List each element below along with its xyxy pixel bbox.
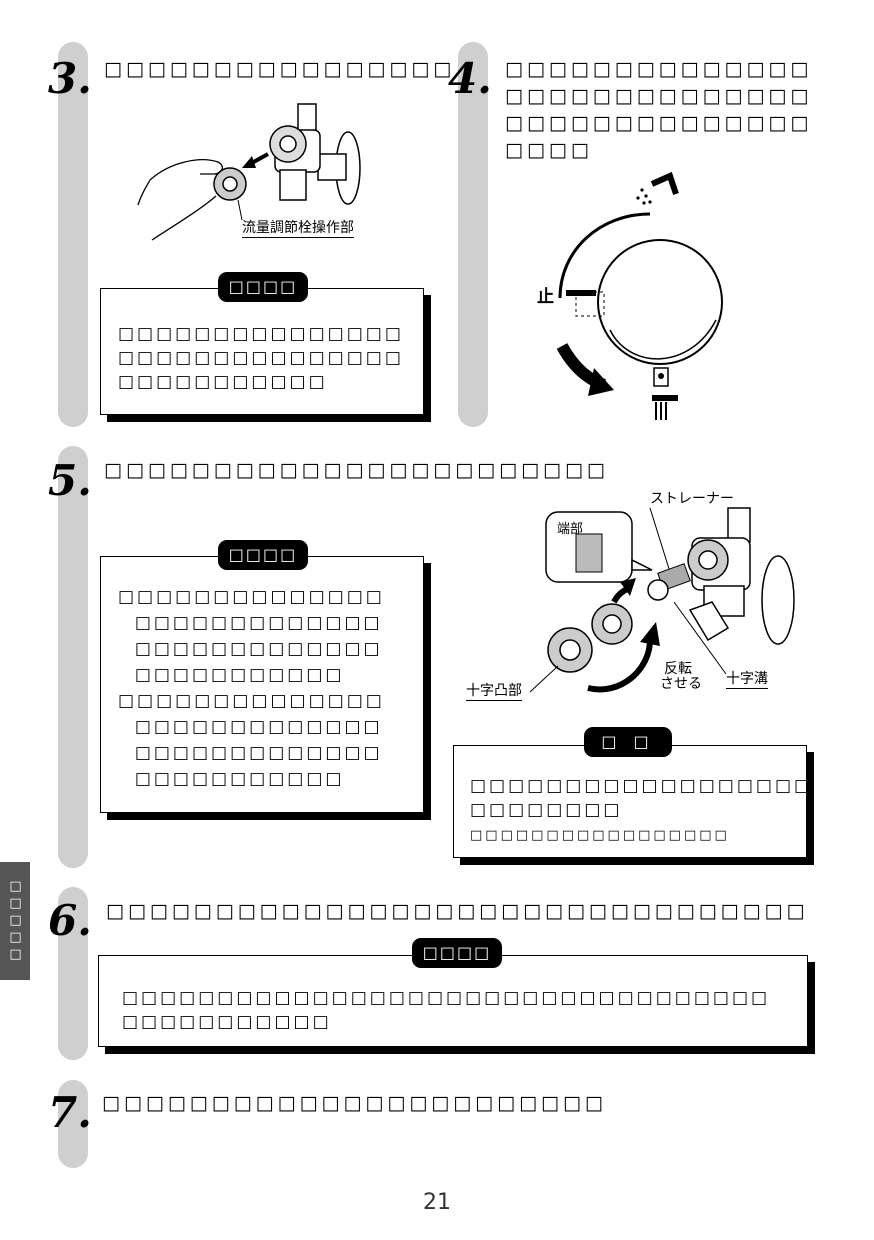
flow-control-label: 流量調節栓操作部 xyxy=(242,217,354,238)
cross-convex-label: 十字凸部 xyxy=(466,680,522,701)
reverse-label-2: させる xyxy=(660,676,702,692)
cross-groove-label: 十字溝 xyxy=(726,668,768,689)
step6-bar xyxy=(58,887,88,1060)
end-part-label: 端部 xyxy=(557,522,584,537)
flow-valve-illustration xyxy=(137,103,361,241)
step6-text: □□□□□□□□□□□□□□□□□□□□□□□□□□□□□□□□ xyxy=(106,900,809,922)
step5-bar xyxy=(58,446,88,868)
step5-caution-text: □□□□□□□□□□□□□□□□□□ □□□□□□□□ xyxy=(470,776,814,820)
step7-text: □□□□□□□□□□□□□□□□□□□□□□□ xyxy=(102,1092,607,1114)
step5-note-text: □□□□□□□□□□□□□□ □□□□□□□□□□□□□ □□□□□□□□□□□… xyxy=(118,587,385,789)
step6-note-tag: □□□□ xyxy=(412,938,502,968)
stop-label: 止 xyxy=(537,287,554,307)
step5-note-tag: □□□□ xyxy=(218,540,308,570)
step3-note-tag: □□□□ xyxy=(218,272,308,302)
step4-bar xyxy=(458,42,488,427)
strainer-illustration xyxy=(529,507,795,693)
handle-illustration xyxy=(556,171,723,420)
page-number: 21 xyxy=(423,1190,451,1215)
step7-bar xyxy=(58,1080,88,1168)
step3-bar xyxy=(58,42,88,427)
step6-note-text: □□□□□□□□□□□□□□□□□□□□□□□□□□□□□□□□□□ □□□□□… xyxy=(122,988,771,1032)
step5-caution-box xyxy=(453,745,807,858)
step5-number: 5. xyxy=(48,456,92,505)
step6-note-box xyxy=(98,955,808,1047)
step4-text: □□□□□□□□□□□□□□ □□□□□□□□□□□□□□ □□□□□□□□□□… xyxy=(505,58,813,161)
step5-note-box xyxy=(100,556,424,813)
step6-number: 6. xyxy=(48,896,92,945)
step7-number: 7. xyxy=(48,1088,92,1137)
step5-caution-tag: □ □ xyxy=(584,727,672,757)
step5-text: □□□□□□□□□□□□□□□□□□□□□□□ xyxy=(104,459,609,481)
step3-note-text: □□□□□□□□□□□□□□□ □□□□□□□□□□□□□□□ □□□□□□□□… xyxy=(118,324,404,392)
step5-caution-small: □□□□□□□□□□□□□□□□□ xyxy=(470,828,730,843)
step4-number: 4. xyxy=(448,54,492,103)
reverse-label-1: 反転 xyxy=(664,661,692,677)
step3-text: □□□□□□□□□□□□□□□□ xyxy=(104,58,456,80)
side-section-tab: □□□□□ xyxy=(0,862,30,980)
step3-note-box xyxy=(100,288,424,415)
strainer-label: ストレーナー xyxy=(650,491,734,507)
step3-number: 3. xyxy=(48,54,92,103)
